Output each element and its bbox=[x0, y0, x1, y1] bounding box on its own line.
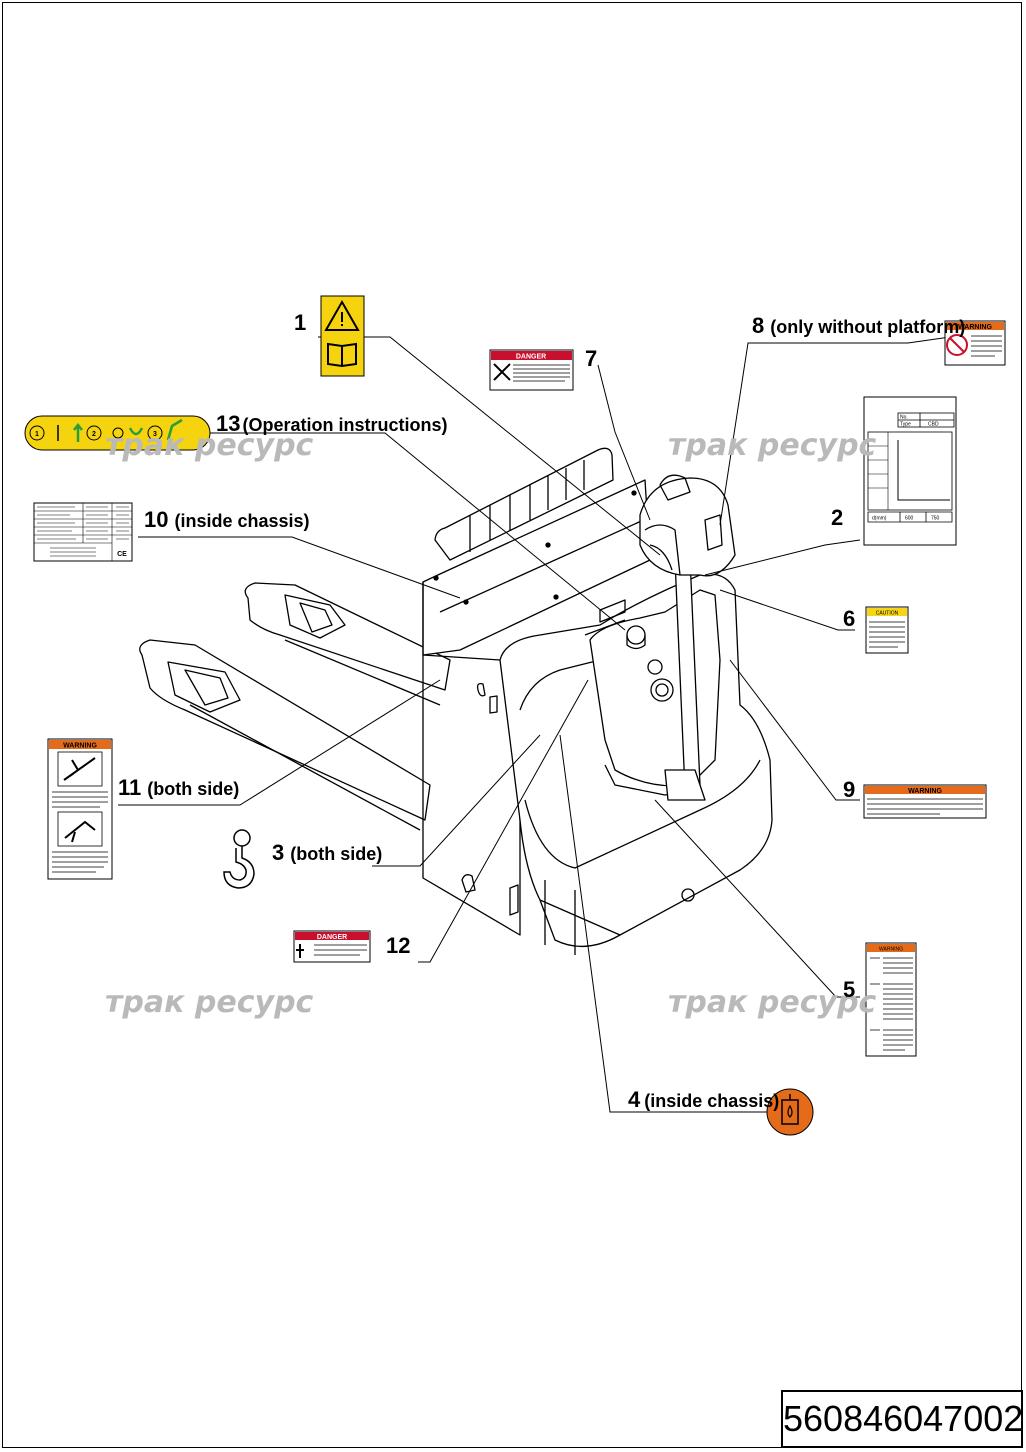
svg-text:DANGER: DANGER bbox=[317, 934, 347, 941]
callout-12: 12 bbox=[386, 933, 410, 958]
callout-5: 5 bbox=[843, 977, 855, 1002]
watermark: трак ресурс bbox=[668, 428, 877, 463]
svg-text:600: 600 bbox=[905, 516, 914, 522]
svg-text:CE: CE bbox=[117, 551, 127, 558]
svg-text:1: 1 bbox=[35, 431, 39, 438]
svg-text:WARNING: WARNING bbox=[63, 743, 97, 750]
callout-4: 4(inside chassis) bbox=[628, 1087, 779, 1112]
callout-9: 9 bbox=[843, 777, 855, 802]
decal-10-data-plate: CE bbox=[33, 502, 133, 562]
watermark: трак ресурс bbox=[105, 985, 314, 1020]
decal-4-battery-fluid bbox=[766, 1088, 814, 1136]
decal-6-caution: CAUTION bbox=[865, 606, 909, 654]
decal-5-warning: WARNING bbox=[865, 942, 917, 1057]
svg-text:No.: No. bbox=[900, 415, 908, 421]
callout-labels: 1 7 8(only without platform) 13(Operatio… bbox=[118, 310, 965, 1112]
svg-text:WARNING: WARNING bbox=[958, 324, 992, 331]
callout-1: 1 bbox=[294, 310, 306, 335]
callout-8: 8(only without platform) bbox=[752, 313, 965, 338]
callout-10: 10(inside chassis) bbox=[144, 507, 310, 532]
document-number: 560846047002 bbox=[781, 1390, 1023, 1448]
decal-11-warning: WARNING bbox=[47, 738, 113, 880]
svg-text:Type: Type bbox=[900, 422, 911, 428]
callout-7: 7 bbox=[585, 346, 597, 371]
svg-text:3: 3 bbox=[153, 431, 157, 438]
callout-3: 3(both side) bbox=[272, 840, 382, 865]
watermark: трак ресурс bbox=[668, 985, 877, 1020]
watermark: трак ресурс bbox=[105, 428, 314, 463]
svg-text:DANGER: DANGER bbox=[516, 354, 546, 361]
svg-text:750: 750 bbox=[931, 516, 940, 522]
callout-13: 13(Operation instructions) bbox=[216, 411, 448, 436]
decal-2-nameplate: No. Type CBD d(mm) 600 750 bbox=[863, 396, 957, 546]
svg-text:CBD: CBD bbox=[928, 422, 939, 428]
svg-text:d(mm): d(mm) bbox=[872, 516, 887, 522]
svg-text:CAUTION: CAUTION bbox=[876, 611, 899, 617]
decal-1-read-manual bbox=[320, 295, 365, 377]
callout-6: 6 bbox=[843, 606, 855, 631]
decal-9-warning: WARNING bbox=[863, 784, 987, 819]
decal-13-operation-instructions: 1 2 3 bbox=[24, 415, 211, 451]
watermarks: трак ресурс трак ресурс трак ресурс трак… bbox=[105, 428, 877, 1020]
decal-3-lifting-hook bbox=[223, 829, 255, 889]
decal-8-warning-no-riding: WARNING bbox=[944, 320, 1006, 366]
callout-2: 2 bbox=[831, 505, 843, 530]
decal-7-danger: DANGER bbox=[489, 349, 574, 391]
svg-text:2: 2 bbox=[92, 431, 96, 438]
svg-text:WARNING: WARNING bbox=[879, 947, 903, 953]
callout-11: 11(both side) bbox=[118, 775, 239, 800]
svg-text:WARNING: WARNING bbox=[908, 788, 942, 795]
decal-12-danger: DANGER bbox=[293, 930, 371, 963]
